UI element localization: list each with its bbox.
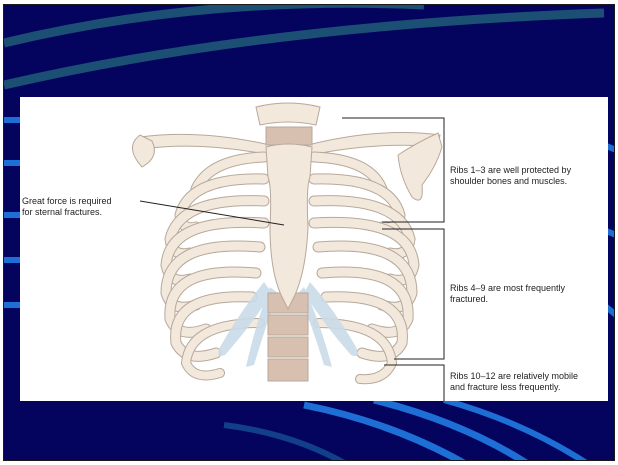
right-ribs <box>314 157 414 379</box>
label-sternal-fractures: Great force is required for sternal frac… <box>22 196 112 218</box>
label-ribs-4-9: Ribs 4–9 are most frequently fractured. <box>450 283 565 305</box>
left-ribs <box>166 157 264 375</box>
thoracic-vertebra-top <box>266 127 312 145</box>
label-ribs-10-12: Ribs 10–12 are relatively mobile and fra… <box>450 371 578 393</box>
cervical-vertebra <box>256 103 320 125</box>
label-ribs-1-3: Ribs 1–3 are well protected by shoulder … <box>450 165 571 187</box>
sternum <box>266 144 312 309</box>
rib-cage-diagram-panel: Great force is required for sternal frac… <box>20 97 608 401</box>
left-clavicle <box>140 134 270 155</box>
slide: Great force is required for sternal frac… <box>3 4 615 461</box>
rib-cage-illustration <box>20 97 608 401</box>
